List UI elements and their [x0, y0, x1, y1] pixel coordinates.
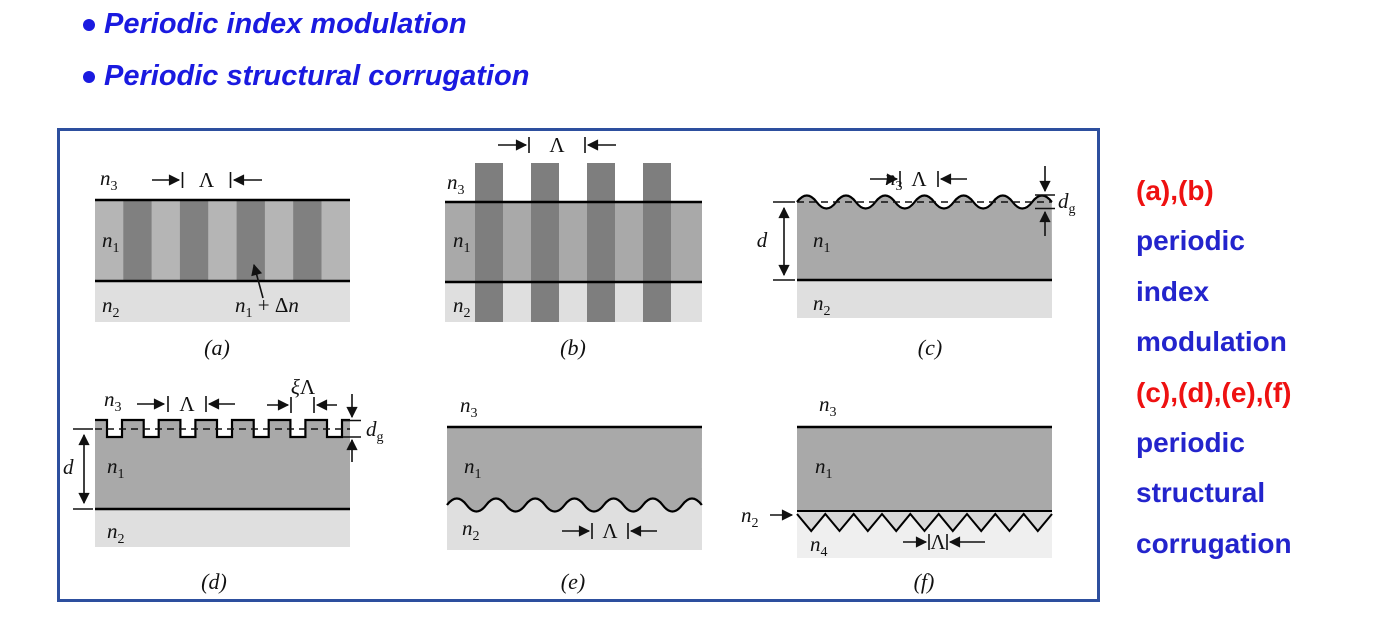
- label-n2: n2: [107, 519, 125, 547]
- label-n1-plus-delta-n: n1 + Δn: [235, 293, 299, 321]
- period-dimension: Λ: [562, 519, 657, 543]
- period-dimension: Λ: [870, 167, 967, 191]
- bullet-text: Periodic index modulation: [104, 8, 467, 40]
- lambda-label: Λ: [602, 519, 618, 543]
- bullet-item-1: Periodic index modulation: [83, 8, 467, 41]
- sinusoidal-interface: [446, 497, 703, 513]
- bullet-icon: [83, 70, 95, 83]
- lambda-label: Λ: [199, 168, 215, 192]
- period-dimension: Λ: [152, 168, 262, 192]
- label-n1: n1: [102, 228, 120, 256]
- bullet-item-2: Periodic structural corrugation: [83, 60, 529, 93]
- dg-label: dg: [366, 417, 384, 445]
- sawtooth-interface: [796, 512, 1053, 533]
- n2-pointer: n2: [741, 503, 794, 531]
- groove-depth-dimension: dg: [1035, 166, 1076, 236]
- groove-depth-dimension: dg: [343, 394, 384, 462]
- label-n4: n4: [810, 532, 828, 560]
- panel-b: n3 n1 n2 Λ (b): [445, 133, 702, 360]
- thickness-dimension: d: [63, 433, 93, 510]
- duty-cycle-dimension: ξΛ: [267, 375, 337, 413]
- stripe-pointer-arrow: [251, 263, 264, 299]
- label-n2: n2: [102, 293, 120, 321]
- annotation-line: periodic: [1136, 427, 1245, 459]
- d-label: d: [63, 455, 74, 479]
- label-n3: n3: [447, 170, 465, 198]
- annotation-line: (a),(b): [1136, 175, 1214, 206]
- period-dimension: Λ: [137, 392, 235, 416]
- substrate-n2: [95, 509, 350, 547]
- label-n2: n2: [453, 293, 471, 321]
- label-n2: n2: [813, 291, 831, 319]
- xi-lambda-label: ξΛ: [291, 375, 316, 399]
- label-n3: n3: [104, 387, 122, 415]
- annotation-line: corrugation: [1136, 527, 1292, 559]
- sinusoidal-surface: [796, 194, 1053, 210]
- thin-layer-n2-with-teeth: [797, 511, 1052, 531]
- annotation-line: structural: [1136, 477, 1266, 509]
- lambda-label: Λ: [179, 392, 195, 416]
- panel-f: n3 n1 n2 n4 Λ (f): [741, 392, 1053, 594]
- period-dimension: Λ: [498, 133, 616, 157]
- guide-layer-n1-corrugated-bottom: [447, 427, 702, 512]
- label-n1: n1: [464, 454, 482, 482]
- caption-b: (b): [560, 335, 586, 360]
- caption-d: (d): [201, 569, 227, 594]
- label-n3: n3: [460, 393, 478, 421]
- index-modulation-stripes: [123, 200, 322, 281]
- label-n1: n1: [815, 454, 833, 482]
- substrate-n2: [797, 280, 1052, 318]
- waveguide-grating-figure: n3 n1 n2 Λ n1 + Δn (a): [57, 128, 1100, 602]
- index-modulation-columns: [475, 163, 671, 322]
- label-n1: n1: [453, 228, 471, 256]
- lambda-label: Λ: [549, 133, 565, 157]
- guide-layer-n1-square-grating: [95, 420, 350, 509]
- panel-a: n3 n1 n2 Λ n1 + Δn (a): [95, 166, 350, 360]
- label-n3: n3: [100, 166, 118, 194]
- guide-layer-n1: [797, 427, 1052, 511]
- period-dimension: Λ: [903, 530, 985, 554]
- caption-e: (e): [561, 569, 585, 594]
- annotation-line: (c),(d),(e),(f): [1136, 376, 1292, 408]
- panel-e: n3 n1 n2 Λ (e): [446, 393, 703, 594]
- annotation-line: index: [1136, 275, 1210, 307]
- label-n3: n3: [819, 392, 837, 420]
- square-wave-surface: [95, 418, 350, 439]
- dg-label: dg: [1058, 189, 1076, 217]
- annotation-line: periodic: [1136, 225, 1245, 257]
- thickness-dimension: d: [757, 206, 795, 281]
- caption-c: (c): [918, 335, 942, 360]
- label-n2: n2: [462, 516, 480, 544]
- lambda-label: Λ: [911, 167, 927, 191]
- label-n1: n1: [813, 228, 831, 256]
- lambda-label: Λ: [930, 530, 946, 554]
- panel-d: d n3 n1 n2 Λ ξΛ: [63, 375, 384, 594]
- bullet-icon: [83, 18, 95, 31]
- panel-c: d n3 n1 n2 Λ dg (c): [757, 166, 1076, 360]
- substrate-n2: [95, 281, 350, 322]
- caption-a: (a): [204, 335, 230, 360]
- annotation-line: modulation: [1136, 326, 1287, 358]
- caption-f: (f): [914, 569, 935, 594]
- d-label: d: [757, 228, 768, 252]
- bullet-text: Periodic structural corrugation: [104, 60, 530, 92]
- label-n2: n2: [741, 503, 759, 531]
- annotation-block: (a),(b) periodic index modulation (c),(d…: [1136, 166, 1292, 569]
- label-n1: n1: [107, 454, 125, 482]
- guide-layer-n1-corrugated-top: [797, 195, 1052, 280]
